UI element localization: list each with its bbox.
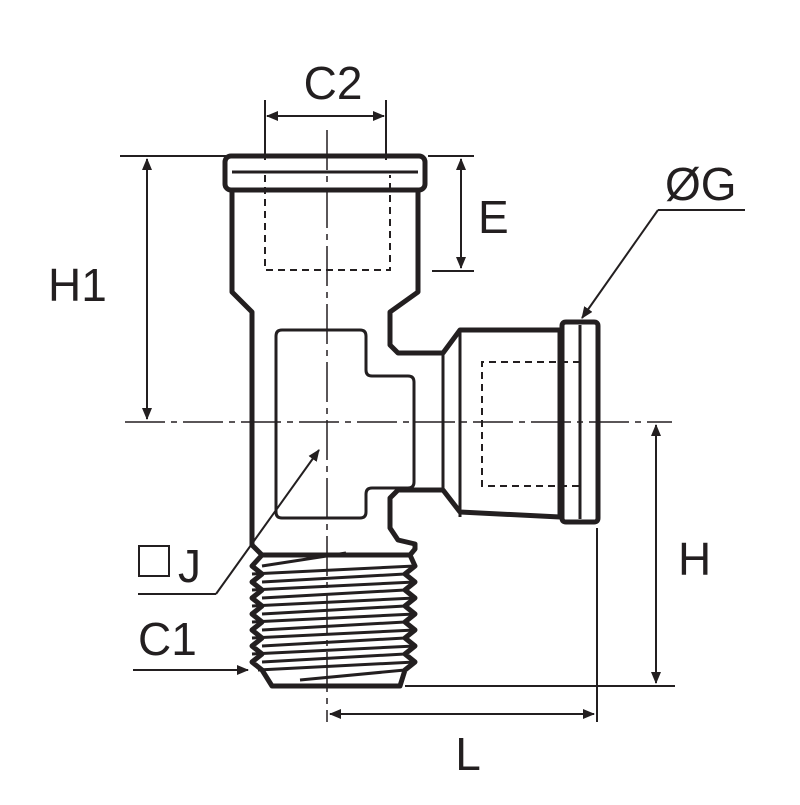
square-icon (138, 545, 170, 577)
thread-line (251, 628, 416, 640)
dimension-c1: C1 (133, 613, 249, 675)
dimension-g: ØG (581, 158, 745, 319)
dimension-e: E (428, 155, 509, 272)
fitting-body (222, 153, 601, 558)
dimension-l: L (329, 528, 598, 780)
label-c1: C1 (138, 613, 197, 665)
thread-line (261, 551, 347, 568)
leader-arrow (215, 449, 320, 595)
label-h: H (678, 533, 711, 585)
thread-line (261, 604, 406, 616)
center-lines (125, 130, 672, 722)
leader-arrow (581, 209, 659, 319)
dimension-c2: C2 (264, 57, 387, 160)
label-j: J (178, 540, 201, 592)
thread-line (261, 572, 406, 584)
thread-line (251, 596, 416, 608)
label-e: E (478, 191, 509, 243)
thread-line (257, 660, 416, 672)
label-l: L (455, 728, 481, 780)
thread-line (261, 652, 406, 664)
dimension-j: J (138, 449, 320, 595)
thread-line (261, 636, 406, 648)
label-c2: C2 (304, 57, 363, 109)
label-h1: H1 (48, 259, 107, 311)
threaded-end (249, 551, 418, 689)
thread-line (251, 564, 416, 576)
dimension-h1: H1 (48, 155, 226, 420)
dimension-h: H (405, 424, 711, 687)
thread-line (261, 620, 406, 632)
label-g: ØG (665, 158, 737, 210)
thread-line (251, 644, 416, 656)
thread-line (261, 588, 406, 600)
thread-line (251, 580, 416, 592)
thread-line (251, 612, 416, 624)
body-outline (229, 187, 563, 558)
thread-line (299, 668, 406, 682)
inner-bore (274, 328, 416, 520)
right-socket-hidden (481, 361, 580, 487)
